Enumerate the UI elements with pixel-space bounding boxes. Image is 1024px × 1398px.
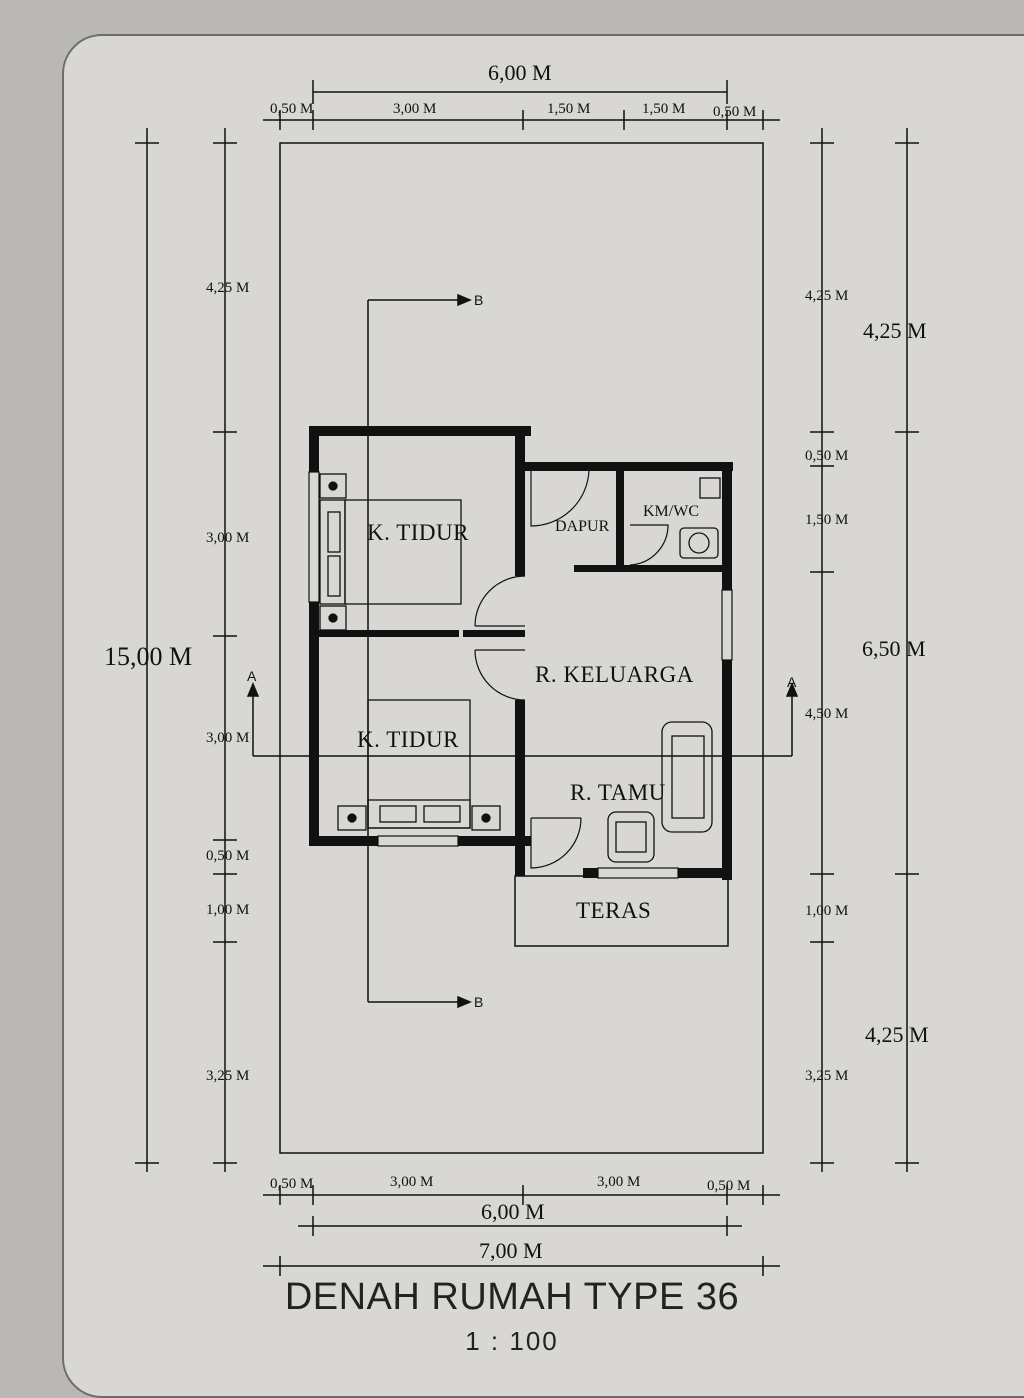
floor-plan (135, 80, 919, 1276)
room-label-bedroom-1: K. TIDUR (367, 520, 469, 545)
bottom-dim-seg-2: 3,00 M (390, 1174, 434, 1190)
left-dim-seg-6: 3,25 M (206, 1068, 250, 1084)
room-label-terrace: TERAS (576, 898, 652, 923)
section-mark-b-top: B (474, 292, 484, 308)
openings (308, 466, 733, 879)
top-dim-seg-4: 1,50 M (642, 101, 686, 117)
room-label-living-room: R. TAMU (570, 780, 666, 805)
top-overall-dim: 6,00 M (488, 60, 552, 85)
right-outer-dim-1: 4,25 M (863, 318, 927, 343)
walls (309, 426, 733, 880)
room-label-bathroom: KM/WC (643, 503, 699, 520)
room-label-kitchen: DAPUR (555, 518, 610, 535)
top-dim-seg-3: 1,50 M (547, 101, 591, 117)
bottom-dim-seg-3: 3,00 M (597, 1174, 641, 1190)
left-dim-seg-1: 4,25 M (206, 280, 250, 296)
drawing-scale: 1 : 100 (465, 1326, 559, 1356)
right-dim-seg-4: 4,50 M (805, 706, 849, 722)
section-mark-b-bottom: B (474, 994, 484, 1010)
drawing-sheet (62, 34, 1024, 1398)
left-dim-seg-2: 3,00 M (206, 530, 250, 546)
top-dim-seg-5: 0,50 M (713, 104, 757, 120)
bottom-inner-dim: 6,00 M (481, 1199, 545, 1224)
left-dim-seg-3: 3,00 M (206, 730, 250, 746)
right-dim-seg-1: 4,25 M (805, 288, 849, 304)
top-dim-seg-2: 3,00 M (393, 101, 437, 117)
room-label-bedroom-2: K. TIDUR (357, 727, 459, 752)
right-dim-seg-5: 1,00 M (805, 903, 849, 919)
left-dim-seg-4: 0,50 M (206, 848, 250, 864)
left-dim-seg-5: 1,00 M (206, 902, 250, 918)
left-overall-dim: 15,00 M (104, 642, 193, 671)
right-outer-dim-2: 6,50 M (862, 636, 926, 661)
top-dim-seg-1: 0,50 M (270, 101, 314, 117)
right-outer-dim-3: 4,25 M (865, 1022, 929, 1047)
right-dim-seg-3: 1,50 M (805, 512, 849, 528)
right-dim-seg-2: 0,50 M (805, 448, 849, 464)
furniture (319, 473, 721, 863)
plot-boundary (279, 142, 764, 1154)
section-mark-a-right: A (787, 674, 797, 690)
bottom-dim-seg-4: 0,50 M (707, 1178, 751, 1194)
bottom-overall-dim: 7,00 M (479, 1238, 543, 1263)
room-label-family-room: R. KELUARGA (535, 662, 694, 687)
right-dim-seg-6: 3,25 M (805, 1068, 849, 1084)
bottom-dim-seg-1: 0,50 M (270, 1176, 314, 1192)
drawing-title: DENAH RUMAH TYPE 36 (284, 1276, 740, 1318)
section-mark-a-left: A (247, 668, 257, 684)
